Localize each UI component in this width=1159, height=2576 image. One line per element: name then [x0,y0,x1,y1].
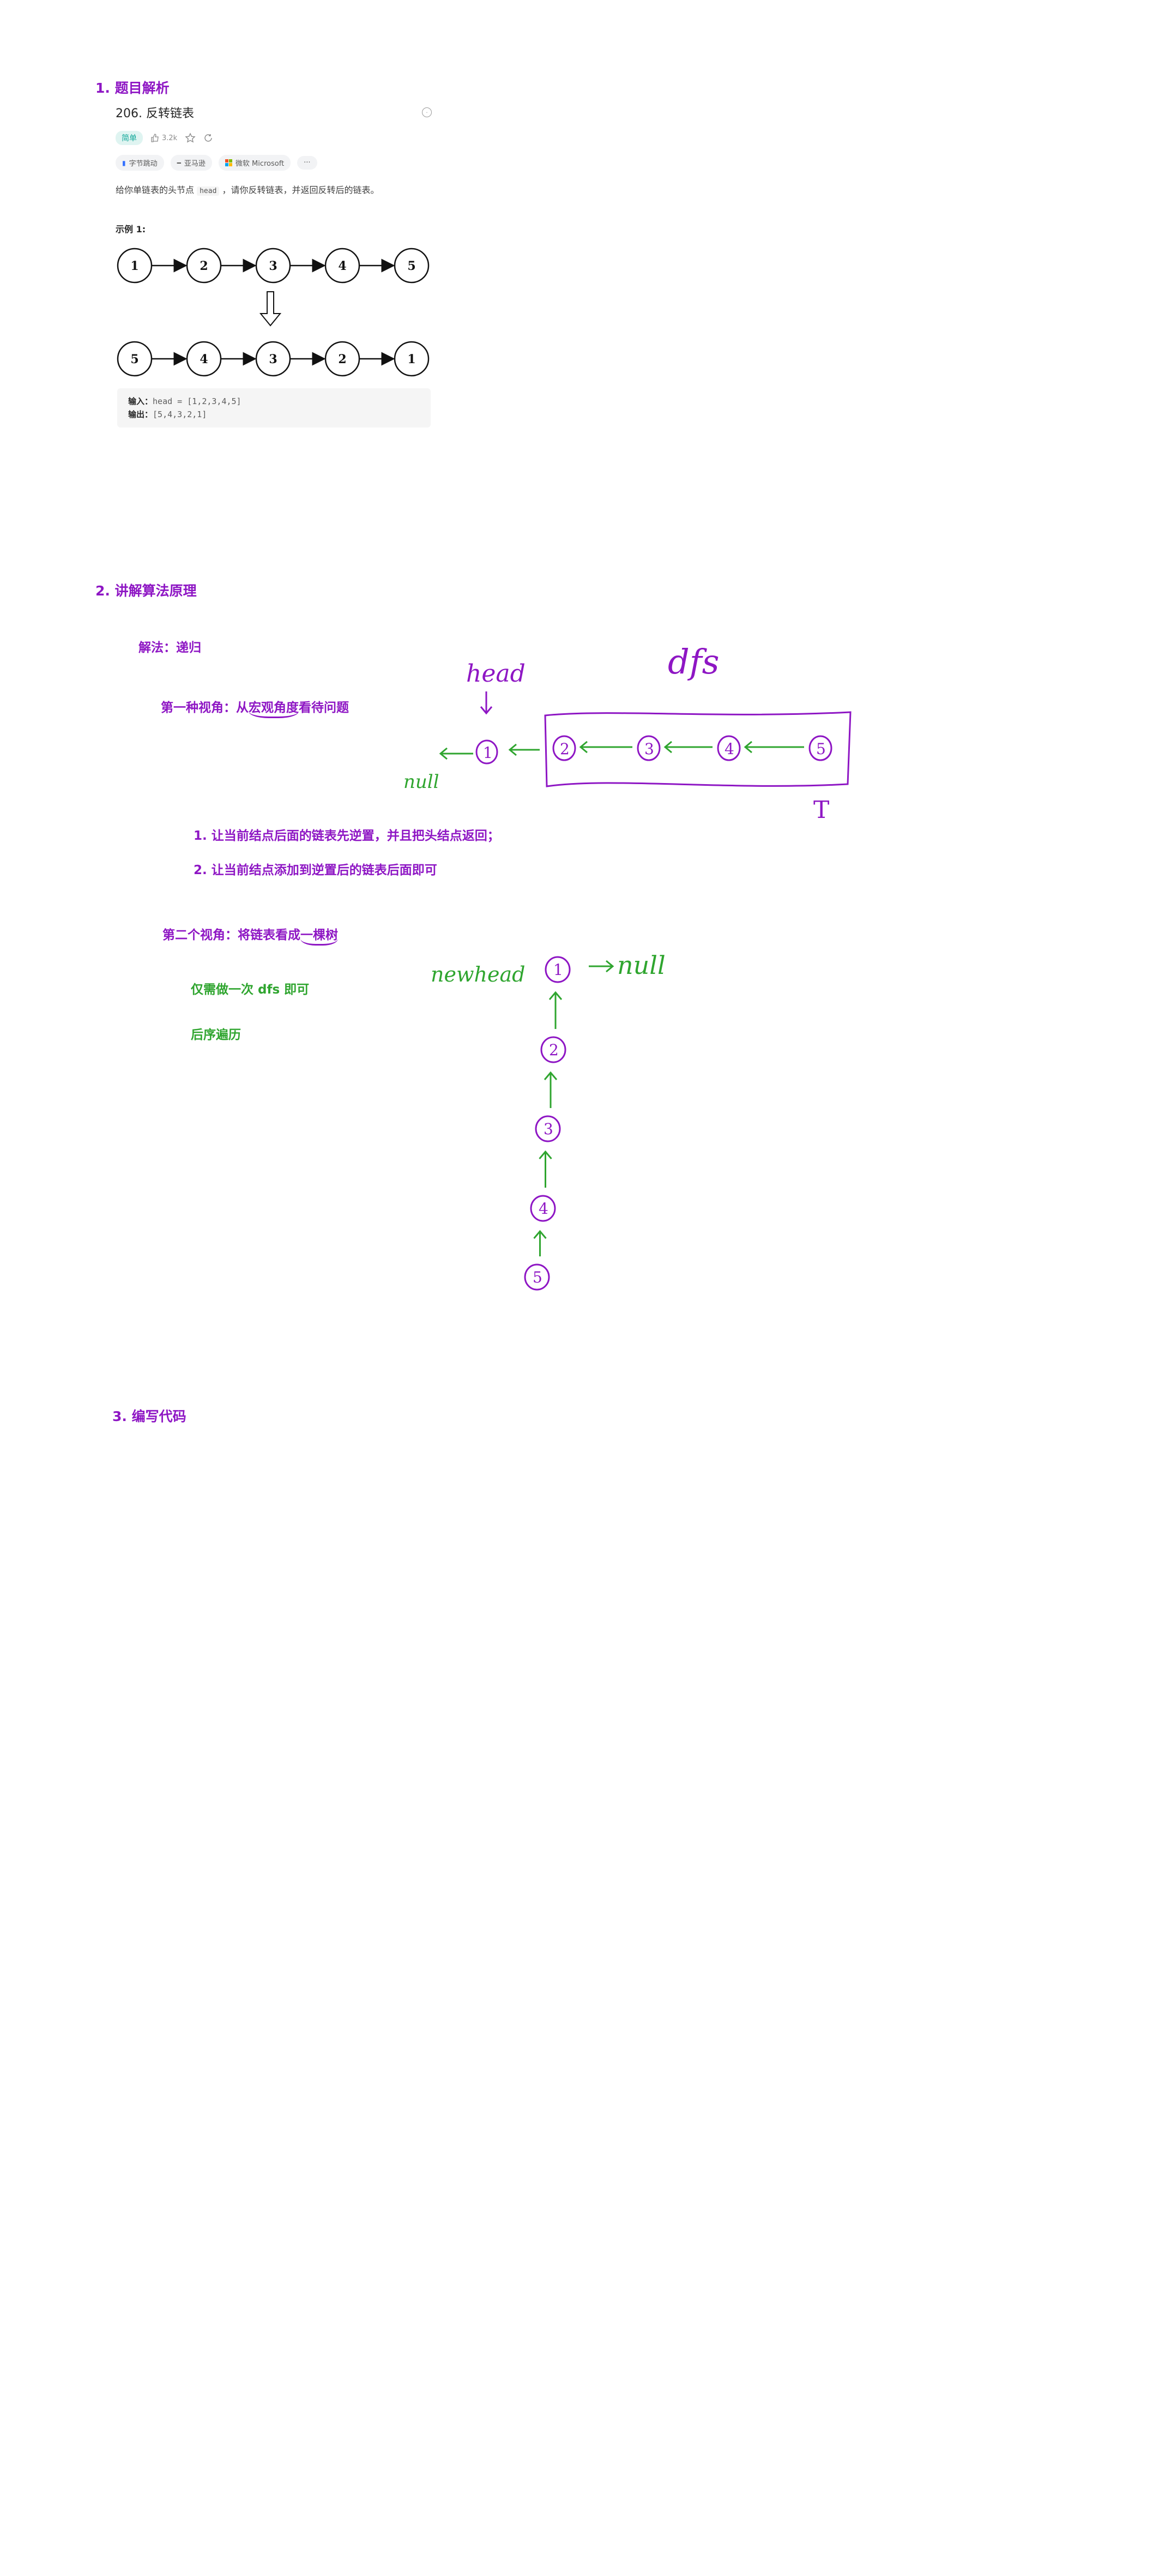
hw-box-node [717,735,741,761]
hw-tree-node [524,1263,550,1291]
hw-head: head [466,660,526,688]
list-top-node-label: 4 [338,259,346,273]
list-top-node [394,248,430,284]
hw-box-node [637,735,661,761]
hw-tree-node [535,1115,561,1142]
right-arrow-icon [589,960,614,973]
handwritten-sketch-view2: newhead null 1 2 3 4 5 [431,950,666,1291]
hw-up-arrow [548,991,563,1029]
left-arrow-icon [439,747,473,760]
hw-tree-node-label: 3 [544,1120,553,1138]
tag-company-2[interactable]: ━亚马逊 [170,155,212,171]
hw-box-node-label: 5 [816,740,826,758]
list-top-node-label: 5 [407,259,415,273]
green-note-postorder: 后序遍历 [191,1028,241,1042]
output-label: 输出： [128,410,153,419]
hw-up-arrow [533,1230,547,1256]
hw-null-2: null [617,950,666,980]
hw-tree-node-label: 2 [549,1041,559,1059]
hw-node-1 [475,739,498,765]
hw-box-node-label: 2 [560,740,570,758]
hw-left-arrow [579,741,632,754]
section-title-2: 2. 讲解算法原理 [95,583,197,599]
problem-description: 给你单链表的头节点 head ，请你反转链表，并返回反转后的链表。 [116,185,379,196]
hw-left-arrow [744,741,804,754]
hw-tree-node [530,1195,556,1222]
view-two-label: 第二个视角：将链表看成一棵树 [162,924,338,946]
tag-company-3[interactable]: 微软 Microsoft [218,155,291,171]
solution-label: 解法：递归 [138,641,201,655]
list-top-node-label: 1 [130,259,138,273]
left-arrow-icon [508,743,540,756]
share-icon[interactable] [203,133,213,143]
list-top-node-label: 3 [269,259,277,273]
section-title-3: 3. 编写代码 [112,1409,186,1424]
microsoft-logo-icon [225,159,232,166]
difficulty-badge: 简单 [116,131,143,145]
star-icon[interactable] [185,133,196,143]
step-one: 1. 让当前结点后面的链表先逆置，并且把头结点返回； [194,829,500,843]
hw-tree-node-label: 1 [553,961,563,979]
input-label: 输入： [128,396,153,406]
list-bottom-node-label: 4 [200,352,208,366]
inline-code-head: head [197,186,220,196]
example-io-box: 输入：head = [1,2,3,4,5] 输出：[5,4,3,2,1] [117,388,431,428]
linked-list-diagram: 1 2 3 4 5 5 4 3 2 1 [117,248,430,377]
hw-dfs: dfs [668,642,719,682]
hw-t-mark: T [813,796,829,824]
like-button[interactable]: 3.2k [150,134,177,142]
hw-node-1-label: 1 [483,744,493,762]
down-arrow-icon [259,291,282,327]
list-top-node-label: 2 [200,259,208,273]
hw-up-arrow [544,1071,558,1108]
example-label: 示例 1: [116,224,146,234]
hw-null-1: null [403,771,439,793]
more-tags-button[interactable]: ··· [297,156,317,170]
list-bottom-node-label: 3 [269,352,277,366]
down-arrow-icon [480,691,493,715]
info-icon[interactable]: · [422,107,432,117]
input-value: head = [1,2,3,4,5] [153,396,242,406]
thumbs-up-icon [151,134,159,142]
like-count: 3.2k [162,134,178,142]
view-one-label: 第一种视角：从宏观角度看待问题 [161,697,349,718]
problem-title[interactable]: 206. 反转链表 [116,107,194,121]
hw-box-node-label: 3 [644,740,654,758]
hw-tree-node [540,1036,566,1063]
hw-tree-node-label: 5 [533,1268,542,1286]
hw-box-node-label: 4 [725,740,734,758]
bytedance-logo-icon: ▮ [122,159,126,167]
hw-left-arrow [663,741,713,754]
hw-newhead: newhead [431,962,525,986]
problem-card: 206. 反转链表 · 简单 3.2k ▮字节跳动 ━亚马逊 微软 Micros… [116,104,432,235]
hw-box-node [552,735,576,761]
section-title-1: 1. 题目解析 [95,80,170,96]
list-bottom-node-label: 2 [338,352,346,366]
list-bottom-node-label: 1 [407,352,415,366]
green-note-dfs: 仅需做一次 dfs 即可 [191,983,310,997]
amazon-logo-icon: ━ [177,159,181,167]
hw-box-node [808,735,832,761]
step-two: 2. 让当前结点添加到逆置后的链表后面即可 [194,863,437,877]
hw-sublist-box [544,711,852,787]
hw-tree-node [545,956,571,983]
tag-company-1[interactable]: ▮字节跳动 [116,155,164,171]
output-value: [5,4,3,2,1] [153,410,207,419]
list-bottom-node-label: 5 [130,352,138,366]
hw-tree-node-label: 4 [539,1200,548,1218]
list-bottom-node [394,341,430,377]
hw-up-arrow [539,1150,552,1188]
